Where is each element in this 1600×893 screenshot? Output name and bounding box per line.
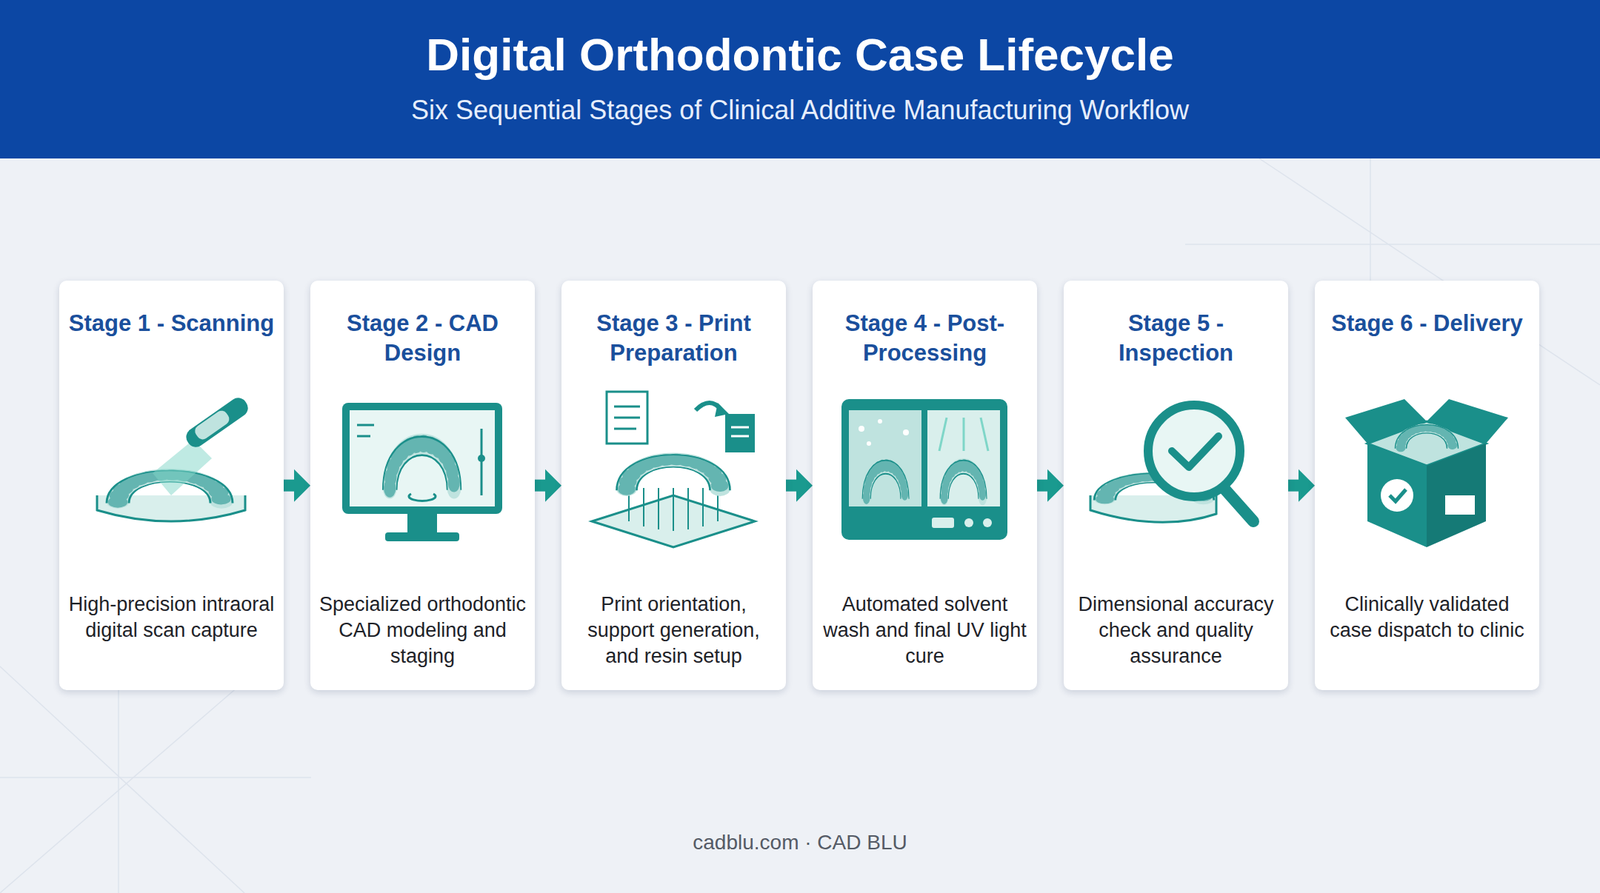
stage-heading: Stage 3 - Print Preparation [568, 308, 779, 369]
stage-card: Stage 4 - Post-ProcessingAutomated solve… [812, 280, 1038, 691]
inspection-icon [1086, 384, 1265, 555]
scanner-icon [82, 384, 260, 555]
flow-arrow [785, 469, 813, 503]
stage-description: Dimensional accuracy check and quality a… [1071, 591, 1281, 670]
stage-heading: Stage 6 - Delivery [1322, 308, 1532, 339]
print-prep-icon [584, 384, 763, 555]
monitor-icon [333, 384, 512, 555]
wash-cure-icon [835, 384, 1014, 555]
stage-description: Print orientation, support generation, a… [568, 591, 779, 670]
footer-note: cadblu.com · CAD BLU [0, 831, 1600, 855]
stage-heading: Stage 5 - Inspection [1071, 308, 1281, 369]
stage-card: Stage 6 - DeliveryClinically validated c… [1314, 280, 1540, 691]
stage-card: Stage 2 - CAD DesignSpecialized orthodon… [310, 280, 535, 691]
flow-arrow [534, 469, 562, 503]
stage-description: Clinically validated case dispatch to cl… [1322, 591, 1532, 644]
stage-heading: Stage 1 - Scanning [66, 308, 277, 339]
stage-heading: Stage 4 - Post-Processing [820, 308, 1030, 369]
flow-arrow [1288, 469, 1315, 503]
delivery-box-icon [1337, 384, 1516, 555]
stage-description: Specialized orthodontic CAD modeling and… [317, 591, 528, 670]
stage-description: Automated solvent wash and final UV ligh… [820, 591, 1030, 670]
stage-card: Stage 5 - InspectionDimensional accuracy… [1063, 280, 1289, 691]
subtitle: Six Sequential Stages of Clinical Additi… [0, 94, 1600, 126]
title: Digital Orthodontic Case Lifecycle [0, 28, 1600, 81]
stage-description: High-precision intraoral digital scan ca… [66, 591, 277, 644]
flow-arrow [283, 469, 311, 503]
stage-card: Stage 1 - ScanningHigh-precision intraor… [59, 280, 284, 691]
stage-heading: Stage 2 - CAD Design [317, 308, 528, 369]
stage-card: Stage 3 - Print PreparationPrint orienta… [561, 280, 786, 691]
flow-arrow [1037, 469, 1064, 503]
